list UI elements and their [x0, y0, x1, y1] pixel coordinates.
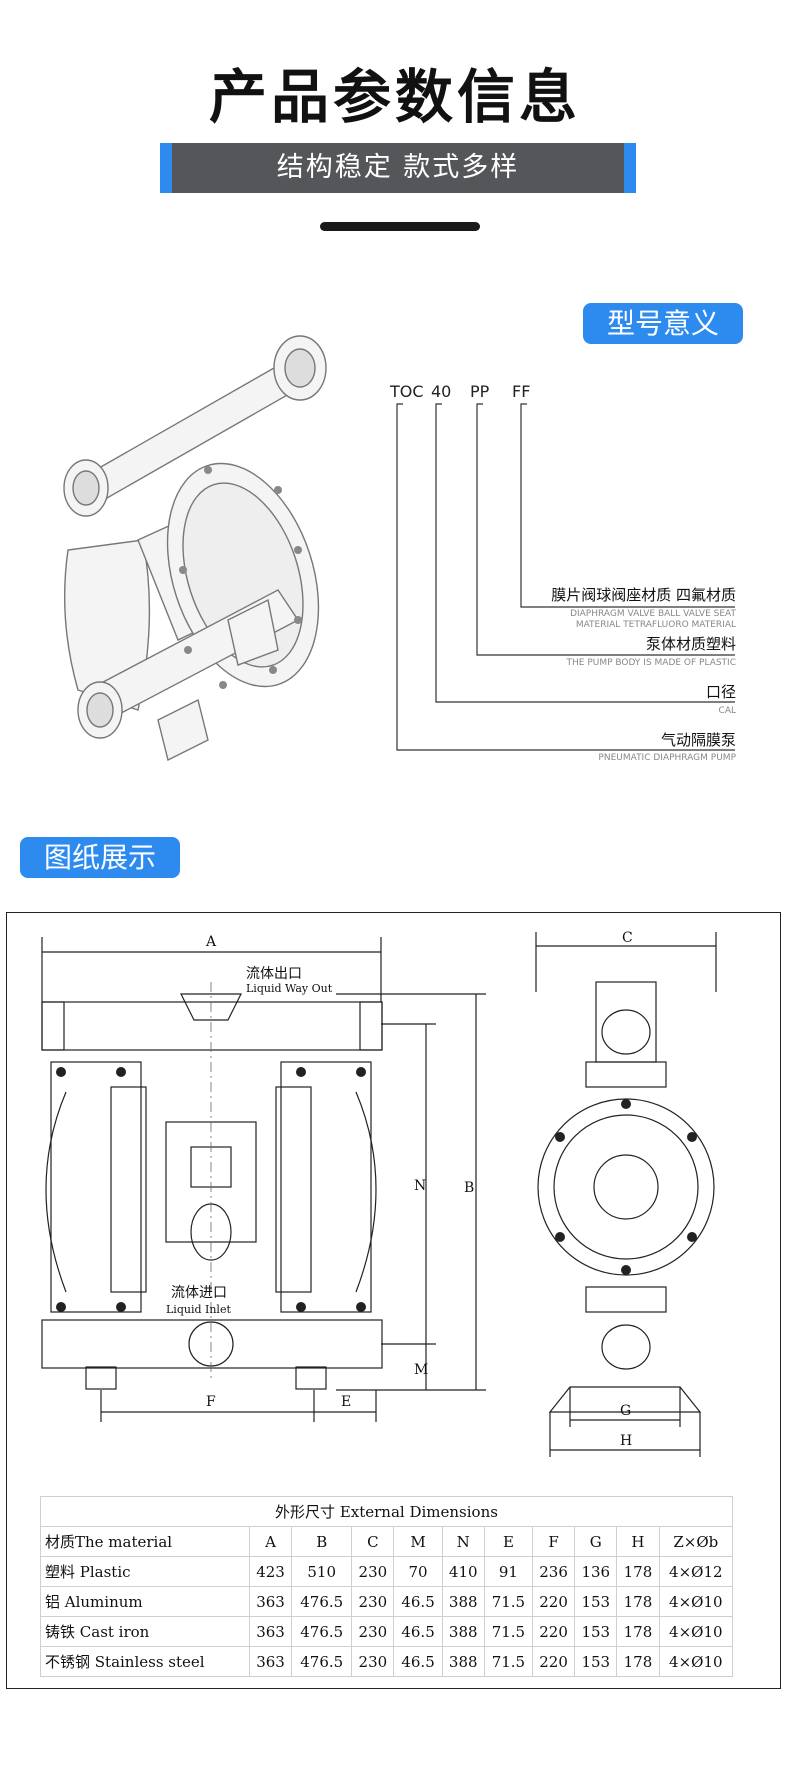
dim-label-a: A — [205, 934, 217, 950]
entry-caliber-en: CAL — [718, 706, 736, 716]
header-cell: A — [248, 1526, 293, 1557]
header-cell: M — [393, 1526, 443, 1557]
model-code-toc: TOC — [390, 382, 424, 401]
entry-pump-cn: 气动隔膜泵 — [660, 731, 736, 749]
entry-body-en: THE PUMP BODY IS MADE OF PLASTIC — [566, 658, 736, 668]
table-cell: 388 — [441, 1646, 485, 1677]
table-cell: 153 — [574, 1646, 618, 1677]
table-cell: 363 — [248, 1586, 293, 1617]
table-cell: 178 — [616, 1646, 660, 1677]
header-cell: Z×Øb — [658, 1526, 734, 1557]
table-cell: 220 — [531, 1586, 576, 1617]
table-cell: 178 — [616, 1616, 660, 1647]
entry-diaphragm-cn: 膜片阀球阀座材质 四氟材质 — [551, 586, 736, 604]
model-code-diaphragm: FF — [512, 382, 531, 401]
table-cell: 230 — [351, 1586, 395, 1617]
table-cell: 71.5 — [483, 1646, 534, 1677]
table-row: 铸铁 Cast iron 363 476.5 230 46.5 388 71.5… — [40, 1616, 734, 1647]
header-cell: G — [574, 1526, 618, 1557]
table-row: 不锈钢 Stainless steel 363 476.5 230 46.5 3… — [40, 1646, 734, 1677]
table-cell: 71.5 — [483, 1616, 534, 1647]
entry-pump-en: PNEUMATIC DIAPHRAGM PUMP — [598, 753, 736, 763]
table-cell: 178 — [616, 1556, 660, 1587]
table-cell: 230 — [351, 1646, 395, 1677]
pump-illustration — [63, 335, 327, 762]
header-cell: F — [531, 1526, 576, 1557]
dim-label-h: H — [620, 1433, 632, 1449]
drawing-label: 图纸展示 — [20, 837, 180, 878]
table-cell: 230 — [351, 1616, 395, 1647]
table-cell: 71.5 — [483, 1586, 534, 1617]
table-cell: 178 — [616, 1586, 660, 1617]
table-cell: 塑料 Plastic — [40, 1556, 250, 1587]
table-cell: 220 — [531, 1616, 576, 1647]
header-cell: 材质The material — [40, 1526, 250, 1557]
subtitle-banner: 结构稳定 款式多样 — [160, 143, 636, 193]
table-cell: 46.5 — [393, 1616, 443, 1647]
table-cell: 4×Ø12 — [658, 1556, 734, 1587]
model-leader-lines — [396, 403, 735, 751]
table-cell: 363 — [248, 1646, 293, 1677]
table-cell: 423 — [248, 1556, 293, 1587]
table-caption: 外形尺寸 External Dimensions — [40, 1496, 733, 1527]
entry-body-cn: 泵体材质塑料 — [645, 635, 736, 653]
side-view-drawing: C G H — [535, 930, 717, 1457]
model-code-body: PP — [470, 382, 490, 401]
inlet-cn: 流体进口 — [171, 1285, 227, 1301]
dim-label-n: N — [414, 1178, 426, 1194]
table-cell: 4×Ø10 — [658, 1586, 734, 1617]
table-cell: 476.5 — [291, 1616, 353, 1647]
table-cell: 410 — [441, 1556, 485, 1587]
dim-label-c: C — [622, 930, 633, 946]
table-cell: 363 — [248, 1616, 293, 1647]
table-cell: 388 — [441, 1616, 485, 1647]
dim-label-b: B — [464, 1180, 474, 1196]
title-divider — [320, 222, 480, 231]
table-cell: 46.5 — [393, 1646, 443, 1677]
table-row: 铝 Aluminum 363 476.5 230 46.5 388 71.5 2… — [40, 1586, 734, 1617]
table-cell: 153 — [574, 1586, 618, 1617]
table-cell: 4×Ø10 — [658, 1646, 734, 1677]
table-cell: 220 — [531, 1646, 576, 1677]
table-cell: 铝 Aluminum — [40, 1586, 250, 1617]
entry-diaphragm-en1: DIAPHRAGM VALVE BALL VALVE SEAT — [570, 609, 736, 619]
table-cell: 510 — [291, 1556, 353, 1587]
front-view-drawing: A 流体出口 Liquid Way Out 流体进口 Liquid Inlet … — [41, 934, 486, 1422]
table-cell: 136 — [574, 1556, 618, 1587]
inlet-en: Liquid Inlet — [166, 1303, 231, 1316]
page-title: 产品参数信息 — [208, 63, 581, 131]
table-cell: 230 — [351, 1556, 395, 1587]
table-cell: 不锈钢 Stainless steel — [40, 1646, 250, 1677]
table-header-row: 材质The material A B C M N E F G H Z×Øb — [40, 1526, 734, 1557]
table-cell: 476.5 — [291, 1646, 353, 1677]
header-cell: H — [616, 1526, 660, 1557]
model-meaning-label: 型号意义 — [583, 303, 743, 344]
dimensions-table: 外形尺寸 External Dimensions 材质The material … — [40, 1496, 734, 1677]
dim-label-f: F — [206, 1394, 216, 1410]
table-cell: 70 — [393, 1556, 443, 1587]
table-cell: 铸铁 Cast iron — [40, 1616, 250, 1647]
entry-caliber-cn: 口径 — [705, 683, 736, 701]
outlet-en: Liquid Way Out — [246, 982, 333, 995]
dim-label-m: M — [414, 1362, 428, 1378]
table-cell: 388 — [441, 1586, 485, 1617]
table-cell: 236 — [531, 1556, 576, 1587]
dim-label-e: E — [341, 1394, 351, 1410]
dim-label-g: G — [620, 1403, 631, 1419]
drawing-frame — [6, 912, 781, 1689]
table-cell: 91 — [483, 1556, 534, 1587]
table-cell: 46.5 — [393, 1586, 443, 1617]
table-row: 塑料 Plastic 423 510 230 70 410 91 236 136… — [40, 1556, 734, 1587]
header-cell: C — [351, 1526, 395, 1557]
entry-diaphragm-en2: MATERIAL TETRAFLUORO MATERIAL — [575, 620, 736, 630]
header-cell: N — [441, 1526, 485, 1557]
table-cell: 476.5 — [291, 1586, 353, 1617]
outlet-cn: 流体出口 — [246, 966, 302, 982]
model-code-size: 40 — [431, 382, 452, 401]
header-cell: B — [291, 1526, 353, 1557]
header-cell: E — [483, 1526, 534, 1557]
table-cell: 153 — [574, 1616, 618, 1647]
table-cell: 4×Ø10 — [658, 1616, 734, 1647]
